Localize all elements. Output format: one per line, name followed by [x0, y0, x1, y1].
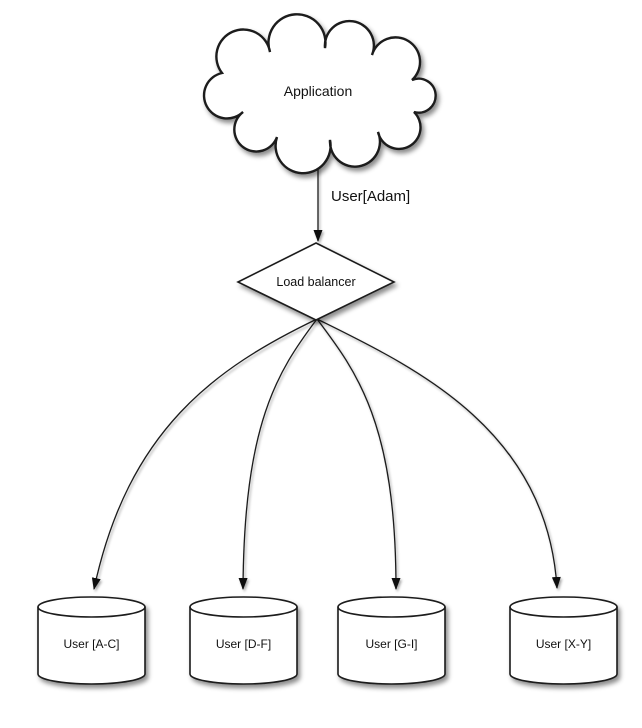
db-gi-cylinder-rim — [337, 606, 446, 618]
db-ac-cylinder-shape — [37, 596, 146, 685]
db-ac-label: User [A-C] — [63, 637, 119, 651]
db-ac-cylinder-rim — [37, 606, 146, 618]
edge-loadbalancer-to-db-gi — [316, 318, 401, 590]
edge-loadbalancer-to-db-df — [238, 318, 318, 590]
db-xy-cylinder-shape — [509, 596, 618, 685]
db-xy-label: User [X-Y] — [536, 637, 591, 651]
db-xy-cylinder-rim — [509, 606, 618, 618]
edge-loadbalancer-to-db-xy — [316, 318, 561, 589]
db-gi-cylinder-shape — [337, 596, 446, 685]
application-cloud-shape — [202, 13, 437, 175]
db-df-cylinder-shape — [189, 596, 298, 685]
db-gi-label: User [G-I] — [365, 637, 417, 651]
db-df-label: User [D-F] — [216, 637, 271, 651]
load-balancer-diamond-shape — [236, 242, 396, 321]
load-balancer-label: Load balancer — [276, 275, 355, 289]
db-df-cylinder-rim — [189, 606, 298, 618]
edge-label-user-adam: User[Adam] — [331, 188, 410, 205]
edge-loadbalancer-to-db-ac — [91, 318, 318, 590]
application-label: Application — [284, 83, 353, 99]
